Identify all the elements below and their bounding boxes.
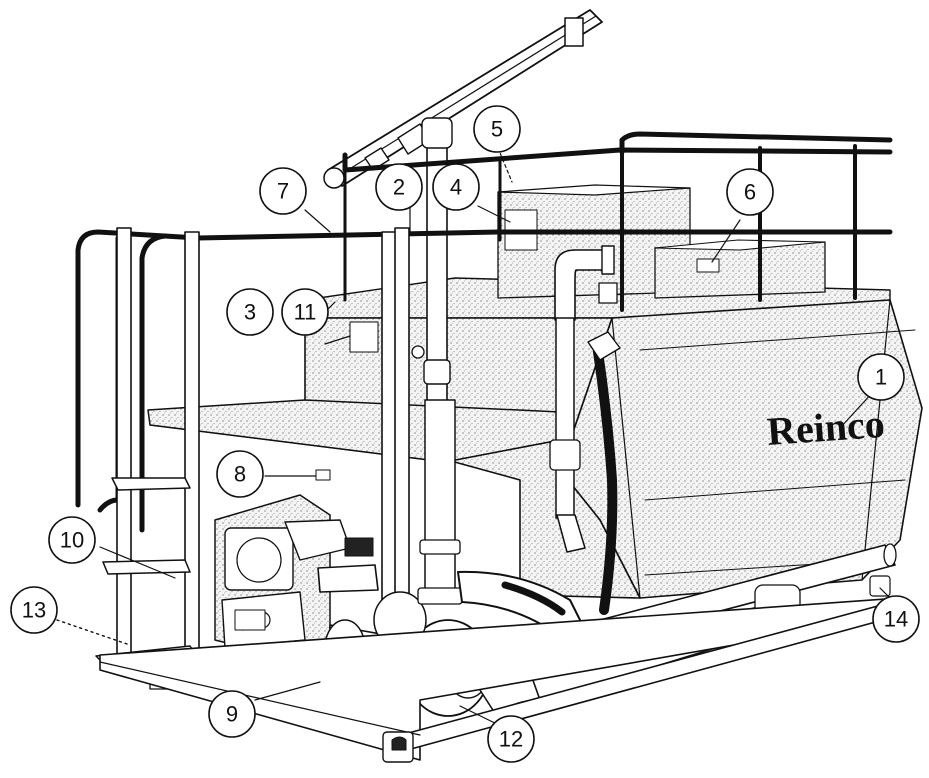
callout-4: 4: [432, 163, 480, 211]
callout-8: 8: [216, 450, 264, 498]
callout-7: 7: [259, 167, 307, 215]
callout-10: 10: [48, 516, 96, 564]
callout-13-label: 13: [22, 598, 46, 623]
tool-box: [654, 239, 826, 299]
callout-14: 14: [872, 595, 920, 643]
callout-8-label: 8: [234, 462, 246, 487]
callout-13: 13: [10, 586, 58, 634]
callout-9: 9: [208, 690, 256, 738]
callout-6: 6: [726, 168, 774, 216]
agitator-box: [497, 184, 691, 299]
callout-5: 5: [473, 105, 521, 153]
decals: [234, 321, 379, 631]
callout-4-label: 4: [450, 175, 462, 200]
callout-14-label: 14: [884, 607, 908, 632]
callout-12-label: 12: [499, 727, 523, 752]
brand-label: Reinco: [765, 401, 886, 454]
callout-2-label: 2: [393, 175, 405, 200]
callout-3-label: 3: [244, 300, 256, 325]
callout-11-label: 11: [294, 300, 317, 325]
callout-2: 2: [375, 163, 423, 211]
callout-1: 1: [857, 353, 905, 401]
callout-1-label: 1: [875, 365, 887, 390]
callout-10-label: 10: [60, 528, 84, 553]
callout-9-label: 9: [226, 702, 238, 727]
leader-lines: [56, 147, 896, 729]
callout-6-label: 6: [744, 180, 756, 205]
discharge-boom: [323, 9, 603, 189]
callout-3: 3: [226, 288, 274, 336]
callout-7-label: 7: [277, 179, 289, 204]
callout-12: 12: [487, 715, 535, 763]
callout-5-label: 5: [491, 117, 503, 142]
callout-11: 11: [281, 288, 329, 336]
